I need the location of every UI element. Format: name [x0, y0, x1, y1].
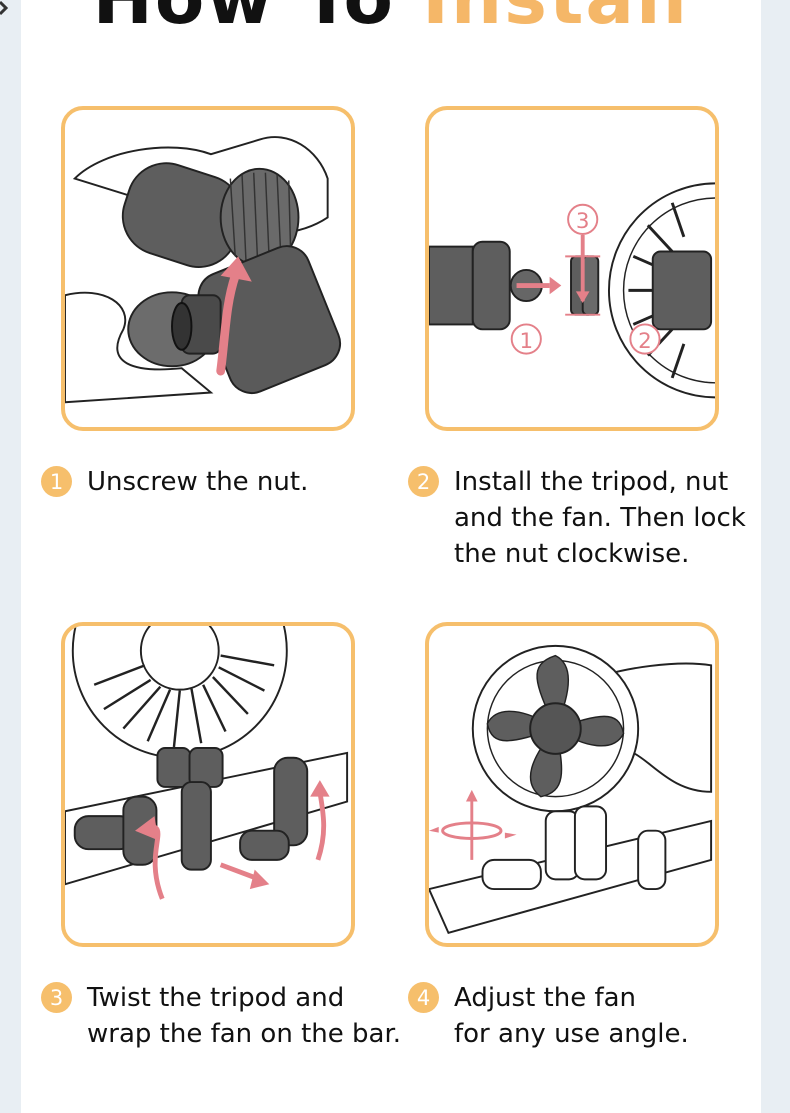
page-title: How To Install: [21, 0, 761, 40]
install-card: How To Install: [21, 0, 761, 1113]
title-prefix: How To: [93, 0, 395, 40]
marker-3: 3: [576, 209, 590, 234]
step-2-illustration: 3 1 2: [425, 106, 719, 431]
step-4-caption: 4 Adjust the fan for any use angle.: [408, 980, 689, 1052]
fan-angle-adjust-illustration: [429, 644, 713, 935]
step-4-badge: 4: [408, 982, 439, 1013]
step-3-illustration: [61, 622, 355, 947]
title-accent: Install: [422, 0, 689, 40]
step-1-badge: 1: [41, 466, 72, 497]
step-2-badge: 2: [408, 466, 439, 497]
marker-1: 1: [519, 329, 533, 354]
tripod-wrap-bar-illustration: [65, 626, 349, 900]
step-4-illustration: [425, 622, 719, 947]
step-1-illustration: [61, 106, 355, 431]
step-1-text: Unscrew the nut.: [87, 467, 309, 497]
step-4-text: Adjust the fan for any use angle.: [454, 983, 689, 1049]
step-3-caption: 3 Twist the tripod and wrap the fan on t…: [41, 980, 401, 1052]
step-3-text: Twist the tripod and wrap the fan on the…: [87, 983, 402, 1049]
assembly-diagram-illustration: 3 1 2: [429, 182, 715, 399]
step-1-caption: 1 Unscrew the nut.: [41, 464, 308, 500]
edge-chevron-icon: [0, 0, 9, 16]
step-2-caption: 2 Install the tripod, nut and the fan. T…: [408, 464, 746, 572]
step-2-text: Install the tripod, nut and the fan. The…: [454, 467, 746, 569]
step-3-badge: 3: [41, 982, 72, 1013]
marker-2: 2: [638, 329, 652, 354]
hand-unscrew-nut-illustration: [65, 136, 342, 404]
